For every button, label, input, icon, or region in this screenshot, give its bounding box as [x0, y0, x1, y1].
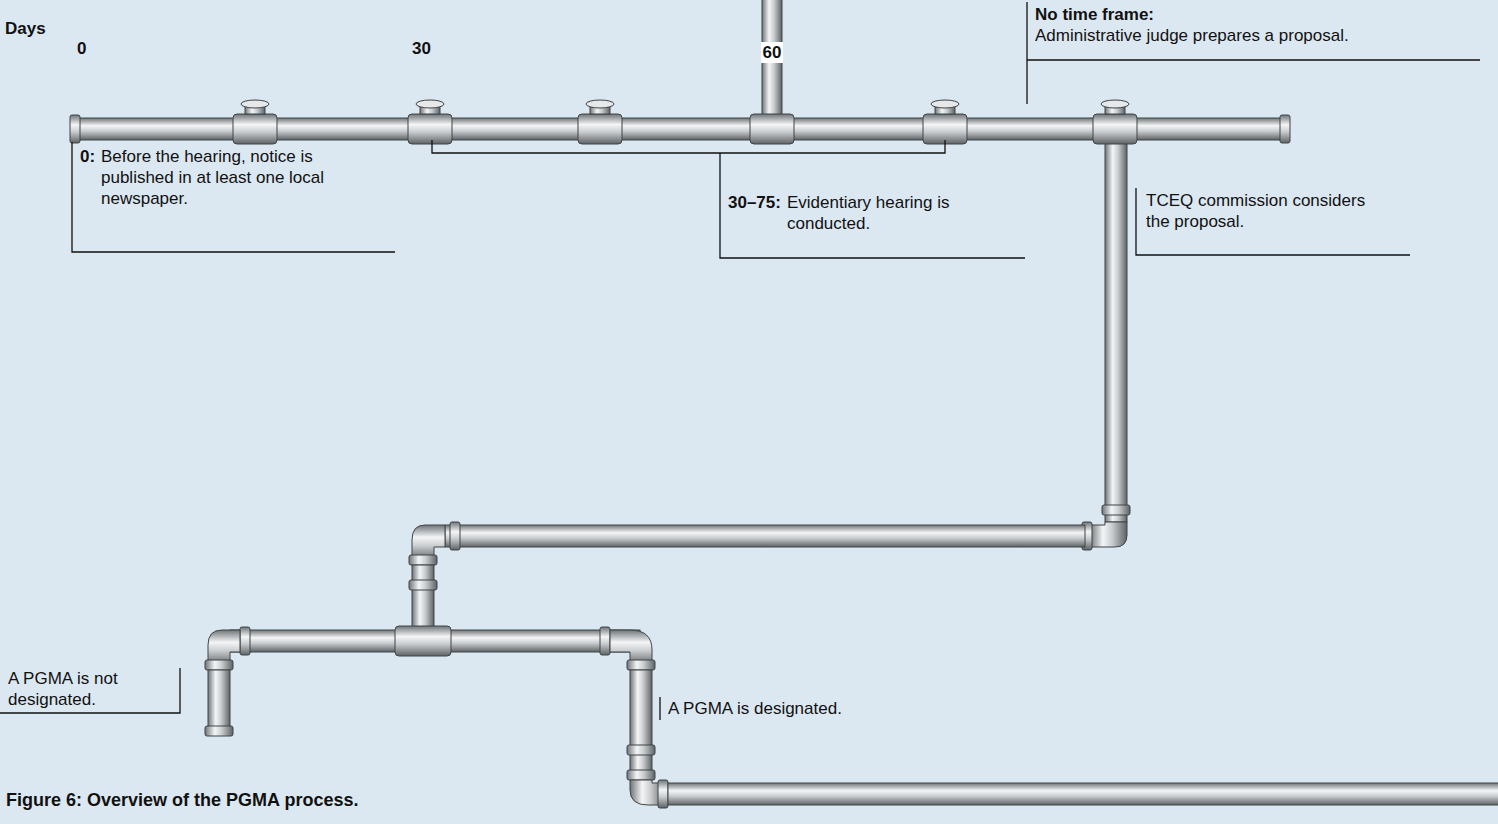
- tee-fitting: [923, 114, 967, 144]
- pipe-cap: [241, 100, 269, 108]
- step-note: TCEQ commission considers the proposal.: [1146, 190, 1386, 232]
- outcome-note: A PGMA is not designated.: [8, 668, 173, 710]
- day-number: 60: [761, 42, 784, 63]
- pipe-cap: [1101, 100, 1129, 108]
- step-heading: No time frame:: [1035, 4, 1154, 25]
- axis-title: Days: [5, 18, 46, 39]
- outcome-note: A PGMA is designated.: [668, 698, 842, 719]
- step-note: Administrative judge prepares a proposal…: [1035, 25, 1349, 46]
- tee-fitting: [578, 114, 622, 144]
- tee-fitting: [1093, 114, 1137, 144]
- tee-fitting: [408, 114, 452, 144]
- tee-fitting: [750, 114, 794, 144]
- day-number: 0: [77, 38, 86, 59]
- step-note: Evidentiary hearing is conducted.: [787, 192, 957, 234]
- step-number: 30–75:: [728, 192, 781, 213]
- pipe-cap: [586, 100, 614, 108]
- step-note: Before the hearing, notice is published …: [101, 146, 331, 209]
- pipe-cap: [931, 100, 959, 108]
- day-number: 30: [412, 38, 431, 59]
- figure-caption: Figure 6: Overview of the PGMA process.: [6, 790, 358, 811]
- pipe-cap: [416, 100, 444, 108]
- tee-fitting: [233, 114, 277, 144]
- step-number: 0:: [80, 146, 95, 167]
